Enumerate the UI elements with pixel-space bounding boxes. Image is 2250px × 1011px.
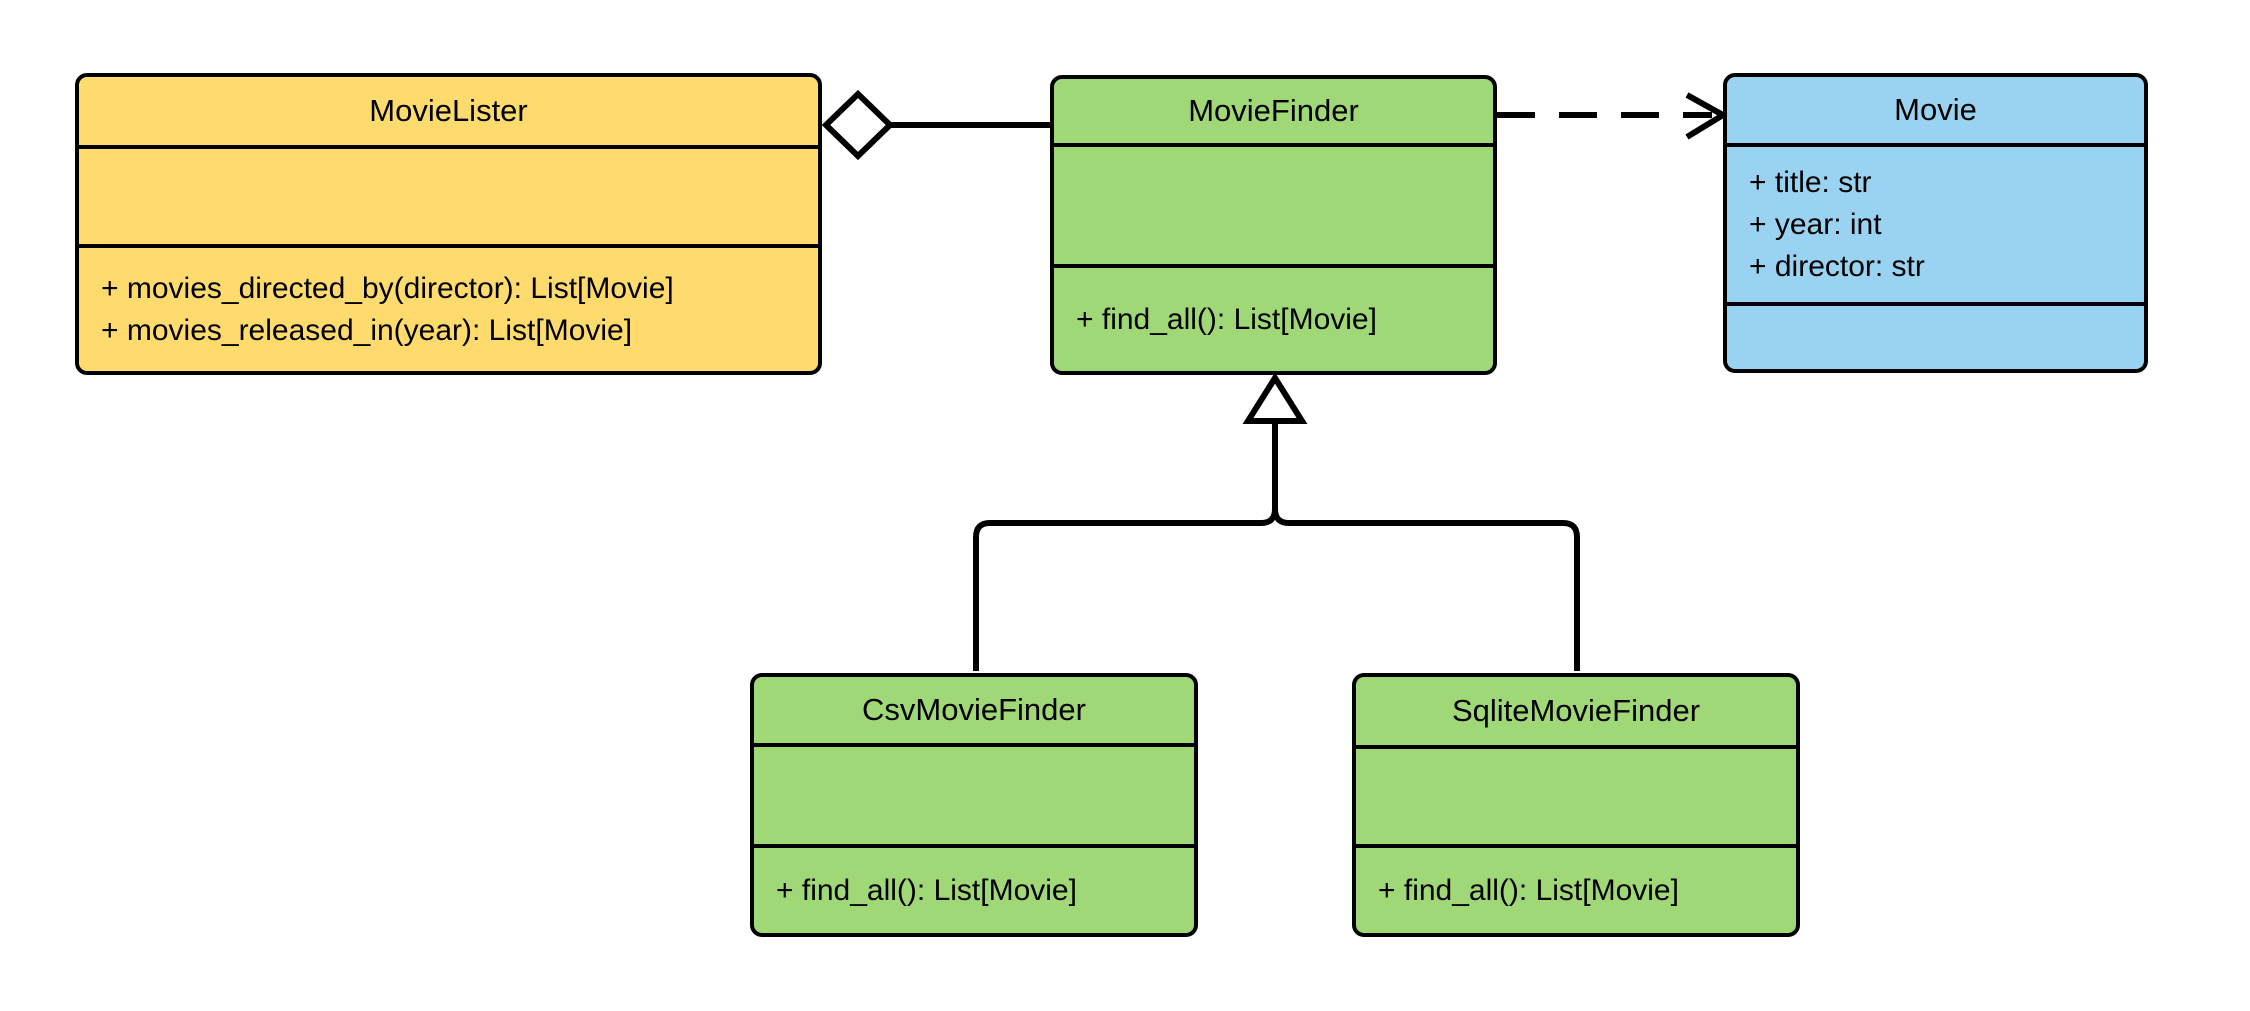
class-node-movielister[interactable]: MovieLister + movies_directed_by(directo…	[75, 73, 822, 375]
class-node-movie[interactable]: Movie + title: str + year: int + directo…	[1723, 73, 2148, 373]
attributes-compartment	[79, 145, 818, 244]
class-title: MovieFinder	[1188, 93, 1359, 128]
methods-compartment: + find_all(): List[Movie]	[1356, 844, 1796, 933]
methods-compartment: + find_all(): List[Movie]	[1054, 264, 1493, 371]
methods-compartment	[1727, 302, 2144, 369]
attribute-item: + title: str	[1749, 165, 1872, 199]
attributes-compartment	[1356, 745, 1796, 844]
method-item: + movies_directed_by(director): List[Mov…	[101, 271, 674, 305]
attributes-compartment	[754, 743, 1194, 844]
class-title: CsvMovieFinder	[862, 692, 1086, 727]
method-item: + movies_released_in(year): List[Movie]	[101, 313, 633, 347]
class-node-csvmoviefinder[interactable]: CsvMovieFinder + find_all(): List[Movie]	[750, 673, 1198, 937]
inheritance-triangle-icon	[1242, 372, 1308, 424]
method-item: + find_all(): List[Movie]	[776, 873, 1077, 907]
inheritance-branch-sqlite	[1272, 508, 1580, 671]
attributes-compartment	[1054, 143, 1493, 264]
class-title: SqliteMovieFinder	[1451, 693, 1701, 728]
inheritance-branch-csv	[973, 508, 1278, 671]
aggregation-diamond-icon	[821, 89, 895, 161]
class-title: MovieLister	[369, 93, 528, 128]
attributes-compartment: + title: str + year: int + director: str	[1727, 143, 2144, 302]
class-title: Movie	[1894, 92, 1977, 127]
dependency-open-arrowhead-icon	[1685, 92, 1729, 140]
attribute-item: + director: str	[1749, 249, 1925, 283]
methods-compartment: + find_all(): List[Movie]	[754, 844, 1194, 933]
methods-compartment: + movies_directed_by(director): List[Mov…	[79, 244, 818, 371]
class-node-sqlitemoviefinder[interactable]: SqliteMovieFinder + find_all(): List[Mov…	[1352, 673, 1800, 937]
method-item: + find_all(): List[Movie]	[1378, 873, 1679, 907]
attribute-item: + year: int	[1749, 207, 1882, 241]
class-node-moviefinder[interactable]: MovieFinder + find_all(): List[Movie]	[1050, 75, 1497, 375]
method-item: + find_all(): List[Movie]	[1076, 302, 1377, 336]
